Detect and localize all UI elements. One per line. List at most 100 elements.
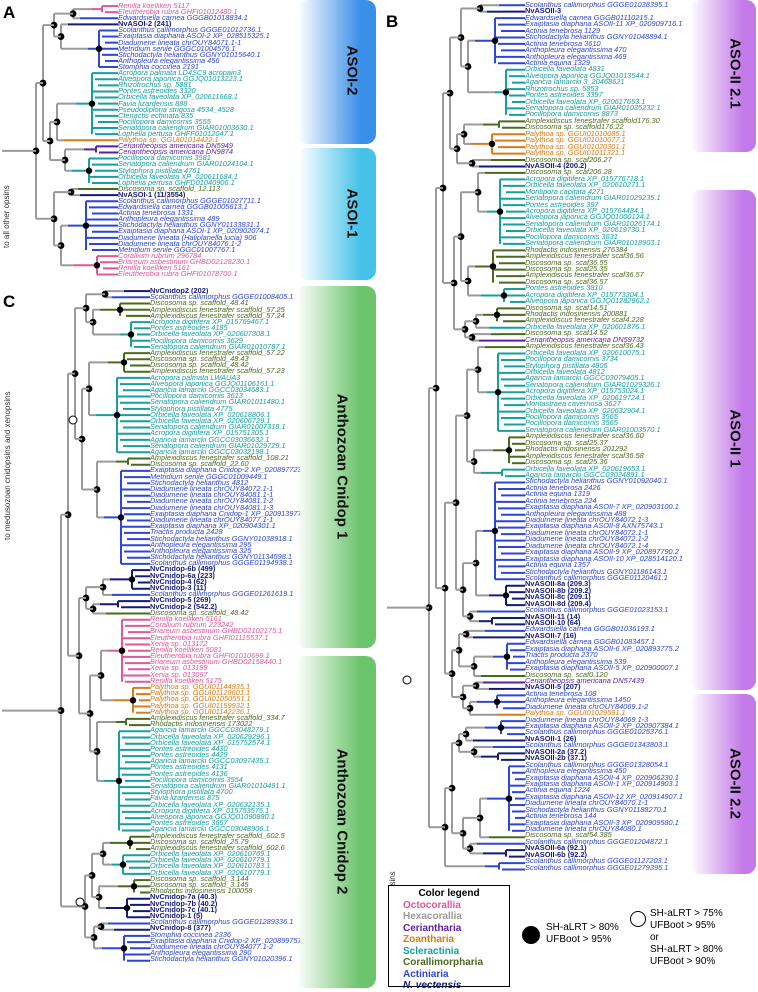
leaf-label: Agaricia lamarcki 3_20468621 [525,77,625,87]
leaf-label: Pocillopora damicornis 3629 [150,335,243,345]
color-legend: Color legend Octocorallia Hexacorallia C… [388,885,510,991]
leaf-label: Diadumene lineata (Haliplanella lucia) 9… [118,232,257,242]
leaf-label: Orbicella faveolata XP_020632135.1 [150,799,271,809]
leaf-label: Exaiptasia diaphana ASOII-10 XP_02851412… [525,553,683,563]
leaf-label: Ceriantheopsis americana DN5949 [118,141,234,151]
leaf-label: Stichodactyla helianthus GGNY01186143.1 [525,566,668,576]
leaf-label: Amplexidiscus fenestrafer scaffold_57.22 [150,347,285,357]
leaf-label: Eleutherobia rubra GHFI01078700.1 [118,269,238,278]
leaf-label: Acropora digitifera XP_015753575.1 [150,805,270,815]
leaf-label: Pontes astreoides 3320 [118,86,196,96]
leaf-label: Orbicella faveolata XP_020610783.1 [150,861,271,871]
support-node-filled [489,263,497,270]
leaf-label: Anthopleura elegantissima 489 [118,214,220,224]
leaf-label: Discosoma sp. scaffold_48.41 [150,298,249,308]
leaf-label: Discosoma sp. scaf25.37 [525,437,608,447]
leaf-label: Scolanthus callimorphus GGGE01261619.1 [150,589,294,599]
outgroup-label-a: to all other opsins [2,185,11,248]
leaf-label: Rhodactis indosinensis 276384 [525,244,628,254]
leaf-label: Renilla koellikeri 5081 [150,644,222,654]
leaf-label: Xenia sp. 013172 [150,638,208,648]
leaf-list-c: NvCnidop2 (202) Scolanthus callimorphus G… [150,288,300,962]
leaf-label: Discosoma sp. scaf25.36 [525,457,608,467]
leaf-label: Orbicella faveolata XP_020610075.1 [525,347,646,357]
leaf-label: Stichodactyla helianthus GGNY01188270.1 [525,804,668,814]
support-node-filled [491,527,499,535]
support-node-filled [93,262,101,269]
leaf-label: Acropora palmata LWAUA3 [150,372,241,382]
leaf-label: NvCnidop-8 (377) [150,923,211,933]
leaf-label: Orbicella faveolata XP_020611684.1 [118,171,238,181]
tree-panel-a [2,5,118,276]
leaf-label: Exaiptasia diaphana XP_020904301.1 [150,521,276,531]
leaf-label: Palythoa sp. GGUI01159932.1 [150,700,251,710]
leaf-label: NvASOII-6b (92.2) [525,849,588,859]
leaf-label: Actinia tenebrosa 224 [525,495,597,505]
support-node-filled [119,861,127,868]
leaf-label: Alveopora japonica GGJQ01000124.1 [525,212,650,222]
leaf-label: NvCnidop-4 (62) [150,576,207,586]
leaf-label: Amplexidiscus fenestrafer scaffold_602.5 [150,830,285,840]
leaf-label: NvCnidop-7b (40.2) [150,898,218,908]
leaf-label: Discosoma sp. scaf36.55 [525,257,608,267]
leaf-label: Palythoa sp. GGUI01029591.1 [525,708,626,718]
leaf-label: Acropora digitifera XP_015751305.1 [150,428,270,438]
leaf-label: Seriatopora caliendrum GIAR01029326.1 [525,379,661,389]
leaf-label: Amplexidiscus fenestrafer scaffold_334.7 [150,712,285,722]
leaf-label: NvCnidop-7a (40.3) [150,892,217,902]
leaf-label: Orbicella faveolata XP_020619653.1 [525,463,646,473]
leaf-label: Agaricia lamarcki GGCC03036632.1 [150,434,270,444]
leaf-label: Triactis producta 2428 [150,527,223,537]
leaf-label: Orbicella faveolata XP_020610271.1 [525,180,646,190]
leaf-label: Renilla koellikeri 5161 [118,263,190,273]
leaf-label: Pontes astreoides 4185 [150,323,228,333]
band-asoii22 [690,694,756,874]
leaf-label: Scolanthus callimorphus GGGE01120461.1 [525,572,668,582]
leaf-label: Pocillopora damicornis 3581 [118,153,211,163]
leaf-label: Seriatopora caliendrum GIAR01007318.1 [150,422,286,432]
leaf-label: Acropora palmata LD4SC9 acropain3 [118,68,241,78]
leaf-label: Alveopora japonica GGJQ01013544.1 [525,70,650,80]
filled-node-symbol [522,926,540,944]
leaf-label: Scolanthus callimorphus GGGE01012736.1 [118,25,262,35]
leaf-label: NvASOII-3 [525,6,562,16]
clade-label-asoii1: ASO-II 1 [726,409,744,468]
support-node-filled [118,647,126,654]
support-node-filled [129,697,137,704]
leaf-label: NvASOII-8d (209.4) [525,598,592,608]
legend-ceriantharia: Ceriantharia [403,922,462,934]
leaf-label: Renilla koellikeri 5117 [118,3,190,10]
support-node-filled [127,331,135,338]
leaf-label: Discosoma sp. scaf0.120 [525,669,608,679]
leaf-label: Discosoma sp. scaffold_48.43 [150,354,249,364]
leaf-label: Discosoma sp. scaffold_3.145 [150,880,249,889]
leaf-label: Eleutherobia rubra GHFI01010699.1 [150,651,270,661]
leaf-label: Actinia tenebrosa 3610 [525,38,601,48]
support-node-filled [488,140,496,148]
support-node-filled [130,883,138,890]
leaf-label: Diadumene lineata chrOUY84069.1-2 [525,701,649,711]
support-node-filled [505,447,513,454]
leaf-label: Orbicella faveolata XP_020610779.1 [150,867,271,877]
leaf-label: Metridium senile GGGC01009449.1 [150,471,268,481]
leaf-label: Discosoma sp. scaffold_48.42 [150,607,249,617]
leaf-label: Amplexidiscus fenestrafer scaffold_57.24 [150,310,285,320]
leaf-label: Pocillopora damicornis 8873 [525,109,618,119]
band-asoi1 [298,148,376,280]
leaf-label: Stylophora pistillata 4761 [118,165,201,175]
leaf-label: Alveopora japonica GGJQ01090880.1 [150,811,275,821]
leaf-label: Briareum asbestinum GHBD02102175.1 [150,626,283,636]
leaf-label: Pontes astreoides 4430 [150,743,228,753]
leaf-label: Anthopleura elegantissima 290 [150,948,252,958]
leaf-label: Acropora digitifera XP_015776718.1 [525,173,645,183]
support-node-filled [500,292,508,299]
leaf-label: NvASOII-7 (16) [525,630,577,640]
leaf-label: Seriatopora caliendrum GIAR01010491.1 [150,781,286,790]
leaf-label: Briareum asbestinum GHBD02128230.1 [118,256,251,266]
support-node-filled [496,208,504,215]
leaf-label: Palythoa sp. GGUI01014422.1 [118,135,219,145]
support-node-filled [491,37,499,44]
leaf-label: Orbicella faveolata XP_020619730.1 [525,225,646,235]
leaf-label: NvCnidop2 (202) [150,288,209,295]
